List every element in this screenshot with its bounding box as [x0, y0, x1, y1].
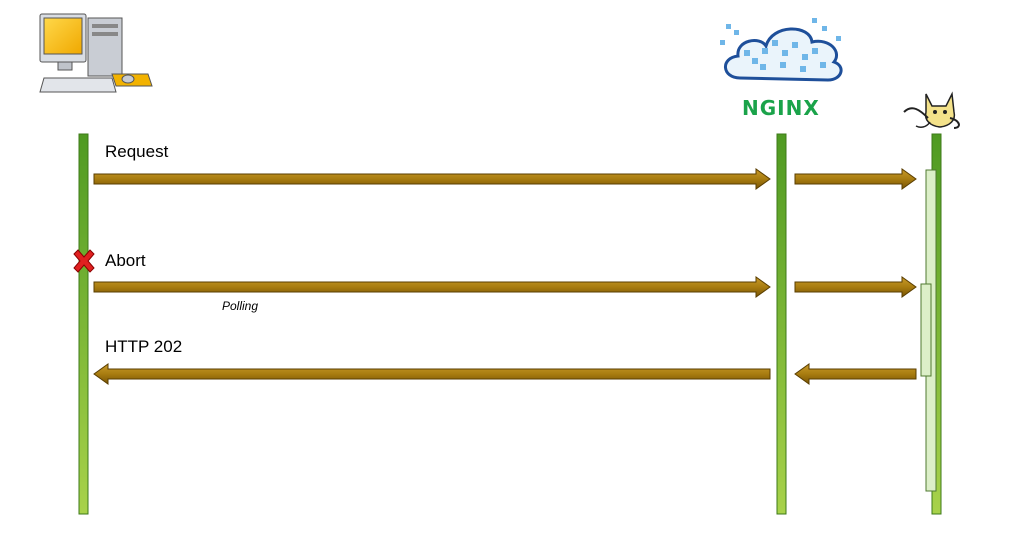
- http-202-label: HTTP 202: [105, 337, 183, 356]
- request-arrow-client-to-nginx: [93, 168, 771, 190]
- tomcat-activation-box-nested: [920, 283, 932, 377]
- cloud-icon: [720, 18, 843, 82]
- response-arrow-tomcat-to-nginx: [794, 363, 917, 385]
- response-arrow-nginx-to-client: [93, 363, 771, 385]
- nginx-logo-text: NGINX: [742, 96, 820, 120]
- tomcat-cat-icon: [903, 91, 960, 129]
- polling-label: Polling: [222, 299, 259, 313]
- request-arrow-nginx-to-tomcat: [794, 168, 917, 190]
- abort-arrow-client-to-nginx: [93, 276, 771, 298]
- desktop-computer-icon: [39, 13, 153, 93]
- abort-arrow-nginx-to-tomcat: [794, 276, 917, 298]
- nginx-lifeline: [776, 133, 787, 515]
- abort-label: Abort: [105, 251, 146, 270]
- request-label: Request: [105, 142, 169, 161]
- client-lifeline: [78, 133, 89, 515]
- x-mark-icon: [73, 249, 95, 273]
